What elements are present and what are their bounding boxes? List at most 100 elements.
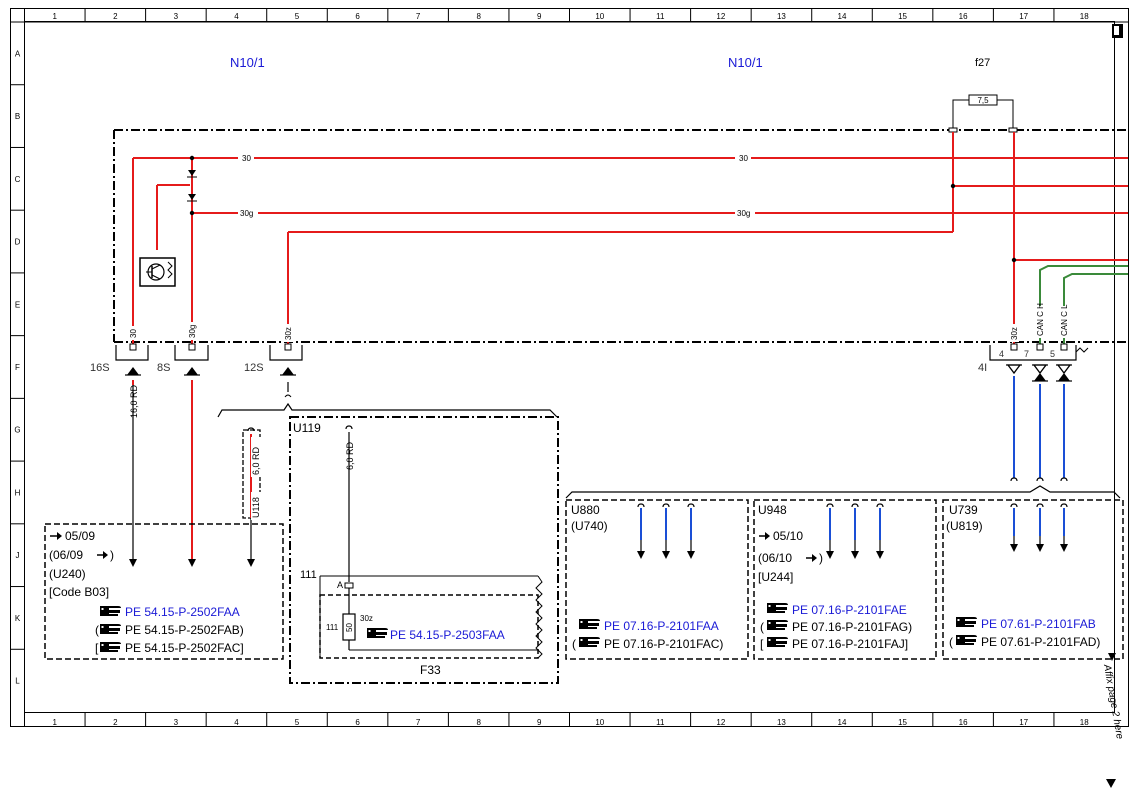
svg-text:[: [ <box>760 637 764 651</box>
column-number: 2 <box>113 718 118 727</box>
column-number: 15 <box>898 12 907 21</box>
svg-text:Affix page 2 here: Affix page 2 here <box>1101 663 1125 741</box>
component-label: U118 <box>251 497 261 518</box>
ref-link[interactable]: PE 54.15-P-2502FAB) <box>125 623 244 637</box>
module-title-right: N10/1 <box>728 55 763 70</box>
hand-pointer-icon <box>767 637 788 647</box>
wire-spec: 6,0 RD <box>251 446 261 475</box>
row-letter: G <box>14 426 20 435</box>
ref-link[interactable]: PE 07.61-P-2101FAD) <box>981 635 1100 649</box>
ref-link[interactable]: PE 07.16-P-2101FAE <box>792 603 907 617</box>
red-wires <box>132 132 1128 560</box>
hand-pointer-icon <box>767 603 788 613</box>
ref-link[interactable]: PE 54.15-P-2502FAA <box>125 605 240 619</box>
wire-spec: 6,0 RD <box>345 441 355 470</box>
pin-number: 4 <box>999 349 1004 359</box>
column-number: 14 <box>838 718 847 727</box>
group-brace <box>565 485 1121 499</box>
column-number: 16 <box>959 718 968 727</box>
column-number: 6 <box>355 12 360 21</box>
box-line: (U819) <box>946 519 983 533</box>
u118-segment: 6,0 RD U118 <box>242 427 261 560</box>
column-number: 9 <box>537 12 542 21</box>
column-number: 7 <box>416 718 421 727</box>
u880-box: U880 (U740) PE 07.16-P-2101FAA ( PE 07.1… <box>565 499 749 660</box>
column-number: 17 <box>1019 718 1028 727</box>
box-line: U880 <box>571 503 600 517</box>
connector-housings <box>115 345 1089 361</box>
column-number: 11 <box>656 12 665 21</box>
ref-link[interactable]: PE 54.15-P-2503FAA <box>390 628 505 642</box>
wire-label: 30 <box>242 154 251 163</box>
box-line: U948 <box>758 503 787 517</box>
triangle-icon <box>1108 653 1116 661</box>
row-letter: H <box>15 488 21 497</box>
column-number: 10 <box>595 12 604 21</box>
svg-text:(: ( <box>572 637 576 651</box>
column-number: 17 <box>1019 12 1028 21</box>
column-number: 5 <box>295 12 300 21</box>
connector-8s: 8S <box>157 362 170 374</box>
fuse-block-label: F33 <box>420 663 441 677</box>
column-number: 18 <box>1080 718 1089 727</box>
svg-text:(: ( <box>949 635 953 649</box>
box-line: U739 <box>949 503 978 517</box>
junction-dots <box>189 155 1017 263</box>
pin-label: A <box>337 580 343 590</box>
ref-link[interactable]: PE 07.16-P-2101FAJ] <box>792 637 908 651</box>
ref-link[interactable]: PE 07.16-P-2101FAC) <box>604 637 723 651</box>
can-label: CAN C H <box>1036 303 1045 336</box>
column-number: 13 <box>777 12 786 21</box>
ref-link[interactable]: PE 07.16-P-2101FAG) <box>792 620 912 634</box>
box-line: [Code B03] <box>49 585 109 599</box>
downstream-wires <box>132 376 1065 560</box>
pin-number: 7 <box>1024 349 1029 359</box>
column-number: 1 <box>53 718 58 727</box>
module-title-left: N10/1 <box>230 55 265 70</box>
row-letter: J <box>16 551 20 560</box>
column-number: 9 <box>537 718 542 727</box>
row-letter: C <box>15 175 21 184</box>
row-letter: E <box>15 300 20 309</box>
row-letter: D <box>15 238 21 247</box>
side-note: Affix page 2 here <box>1101 663 1125 741</box>
ref-link[interactable]: PE 07.16-P-2101FAA <box>604 619 719 633</box>
column-number: 13 <box>777 718 786 727</box>
connector-pins <box>129 343 1068 351</box>
arrow-down-icons <box>129 559 255 567</box>
fuse-value: 7,5 <box>977 96 989 105</box>
column-number: 15 <box>898 718 907 727</box>
column-number: 16 <box>959 12 968 21</box>
corner-icon <box>1112 24 1123 38</box>
column-number: 3 <box>174 718 179 727</box>
column-number: 7 <box>416 12 421 21</box>
column-number: 4 <box>234 718 239 727</box>
ref-link[interactable]: PE 07.61-P-2101FAB <box>981 617 1096 631</box>
column-number: 12 <box>716 12 725 21</box>
ref-link[interactable]: PE 54.15-P-2502FAC] <box>125 641 244 655</box>
column-number: 12 <box>716 718 725 727</box>
hand-pointer-icon <box>767 620 788 630</box>
column-number: 1 <box>53 12 58 21</box>
can-label: CAN C L <box>1060 304 1069 336</box>
connector-arrow-icons <box>124 364 1073 382</box>
connector-4i: 4I <box>978 362 987 374</box>
arrow-right-icon <box>765 532 770 540</box>
hand-pointer-icon <box>579 619 600 629</box>
connector-12s: 12S <box>244 362 264 374</box>
box-line: (U740) <box>571 519 608 533</box>
arrow-right-icon <box>812 554 817 562</box>
row-letter: K <box>15 614 21 623</box>
column-number: 8 <box>476 718 481 727</box>
column-number: 5 <box>295 718 300 727</box>
hand-pointer-icon <box>956 617 977 627</box>
row-letter: B <box>15 112 20 121</box>
hand-pointer-icon <box>579 637 600 647</box>
pin-number: 5 <box>1050 349 1055 359</box>
pin-label: 30 <box>129 329 138 338</box>
u119-box: U119 6,0 RD 111 A 50 111 30z PE 54.15-P-… <box>289 416 559 684</box>
column-number: 14 <box>838 12 847 21</box>
